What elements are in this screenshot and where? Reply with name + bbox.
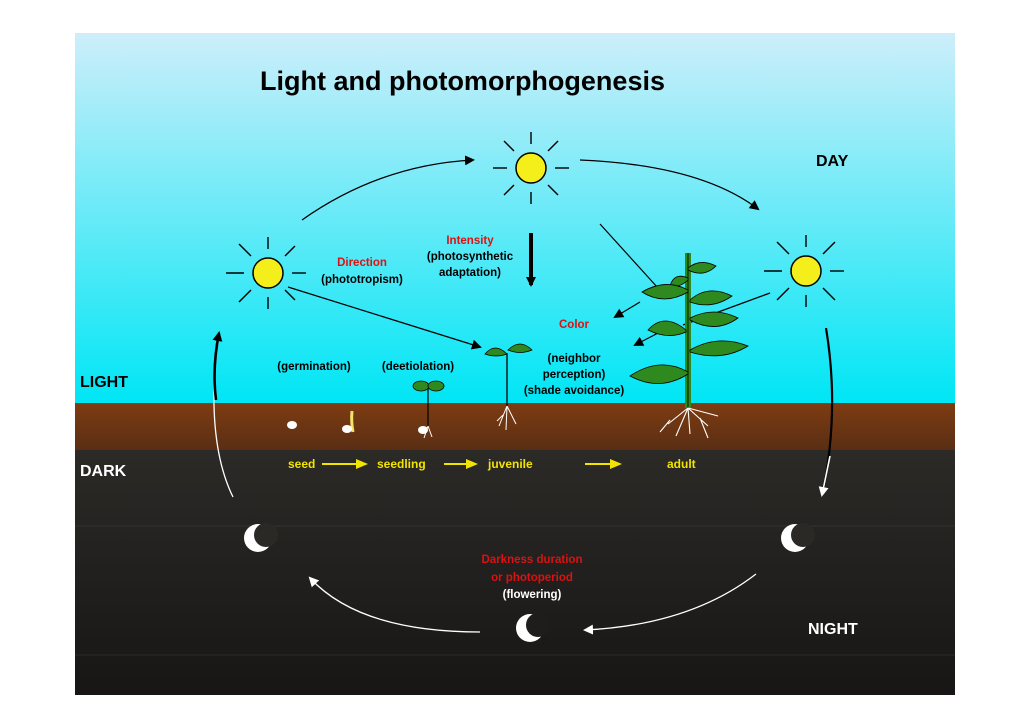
soil-band: [75, 403, 955, 450]
light-label: LIGHT: [80, 374, 128, 391]
night-label: NIGHT: [808, 621, 858, 638]
stage-juvenile: juvenile: [487, 457, 533, 471]
diagram-title: Light and photomorphogenesis: [260, 66, 665, 96]
intensity-name: Intensity: [446, 235, 494, 247]
day-label: DAY: [816, 153, 849, 170]
color-line3: (shade avoidance): [524, 385, 625, 397]
dark-label: DARK: [80, 463, 127, 480]
stage-seed: seed: [288, 457, 315, 471]
germination-label: (germination): [277, 361, 351, 373]
stage-adult: adult: [667, 457, 696, 471]
darkness-name: Darkness duration: [482, 554, 583, 566]
darkness-detail: (flowering): [503, 589, 562, 601]
color-name: Color: [559, 319, 590, 331]
stage-seedling: seedling: [377, 457, 426, 471]
direction-detail: (phototropism): [321, 274, 403, 286]
intensity-line2: adaptation): [439, 267, 501, 279]
color-line1: (neighbor: [547, 353, 601, 365]
deetiolation-label: (deetiolation): [382, 361, 454, 373]
intensity-line1: (photosynthetic: [427, 251, 514, 263]
darkness-line2: or photoperiod: [491, 572, 573, 584]
direction-name: Direction: [337, 257, 387, 269]
color-line2: perception): [543, 369, 606, 381]
seed-icon: [287, 421, 297, 429]
